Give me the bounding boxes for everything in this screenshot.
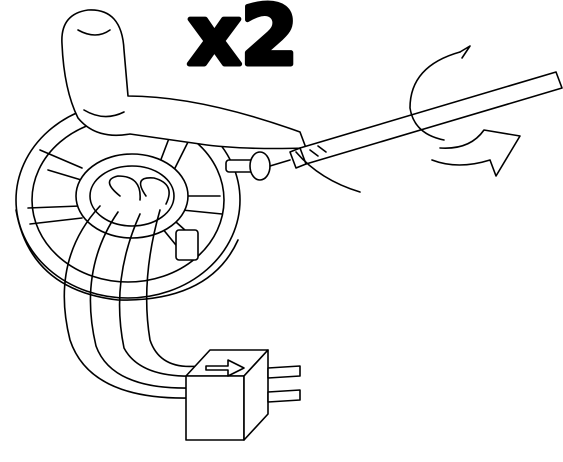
wire-harness-icon <box>63 175 199 399</box>
finger-icon <box>61 9 307 150</box>
connector-icon <box>185 349 301 441</box>
rotate-arrows-icon <box>409 45 521 177</box>
screwdriver-icon <box>225 71 563 193</box>
multiplier-label: x2 <box>188 0 298 84</box>
